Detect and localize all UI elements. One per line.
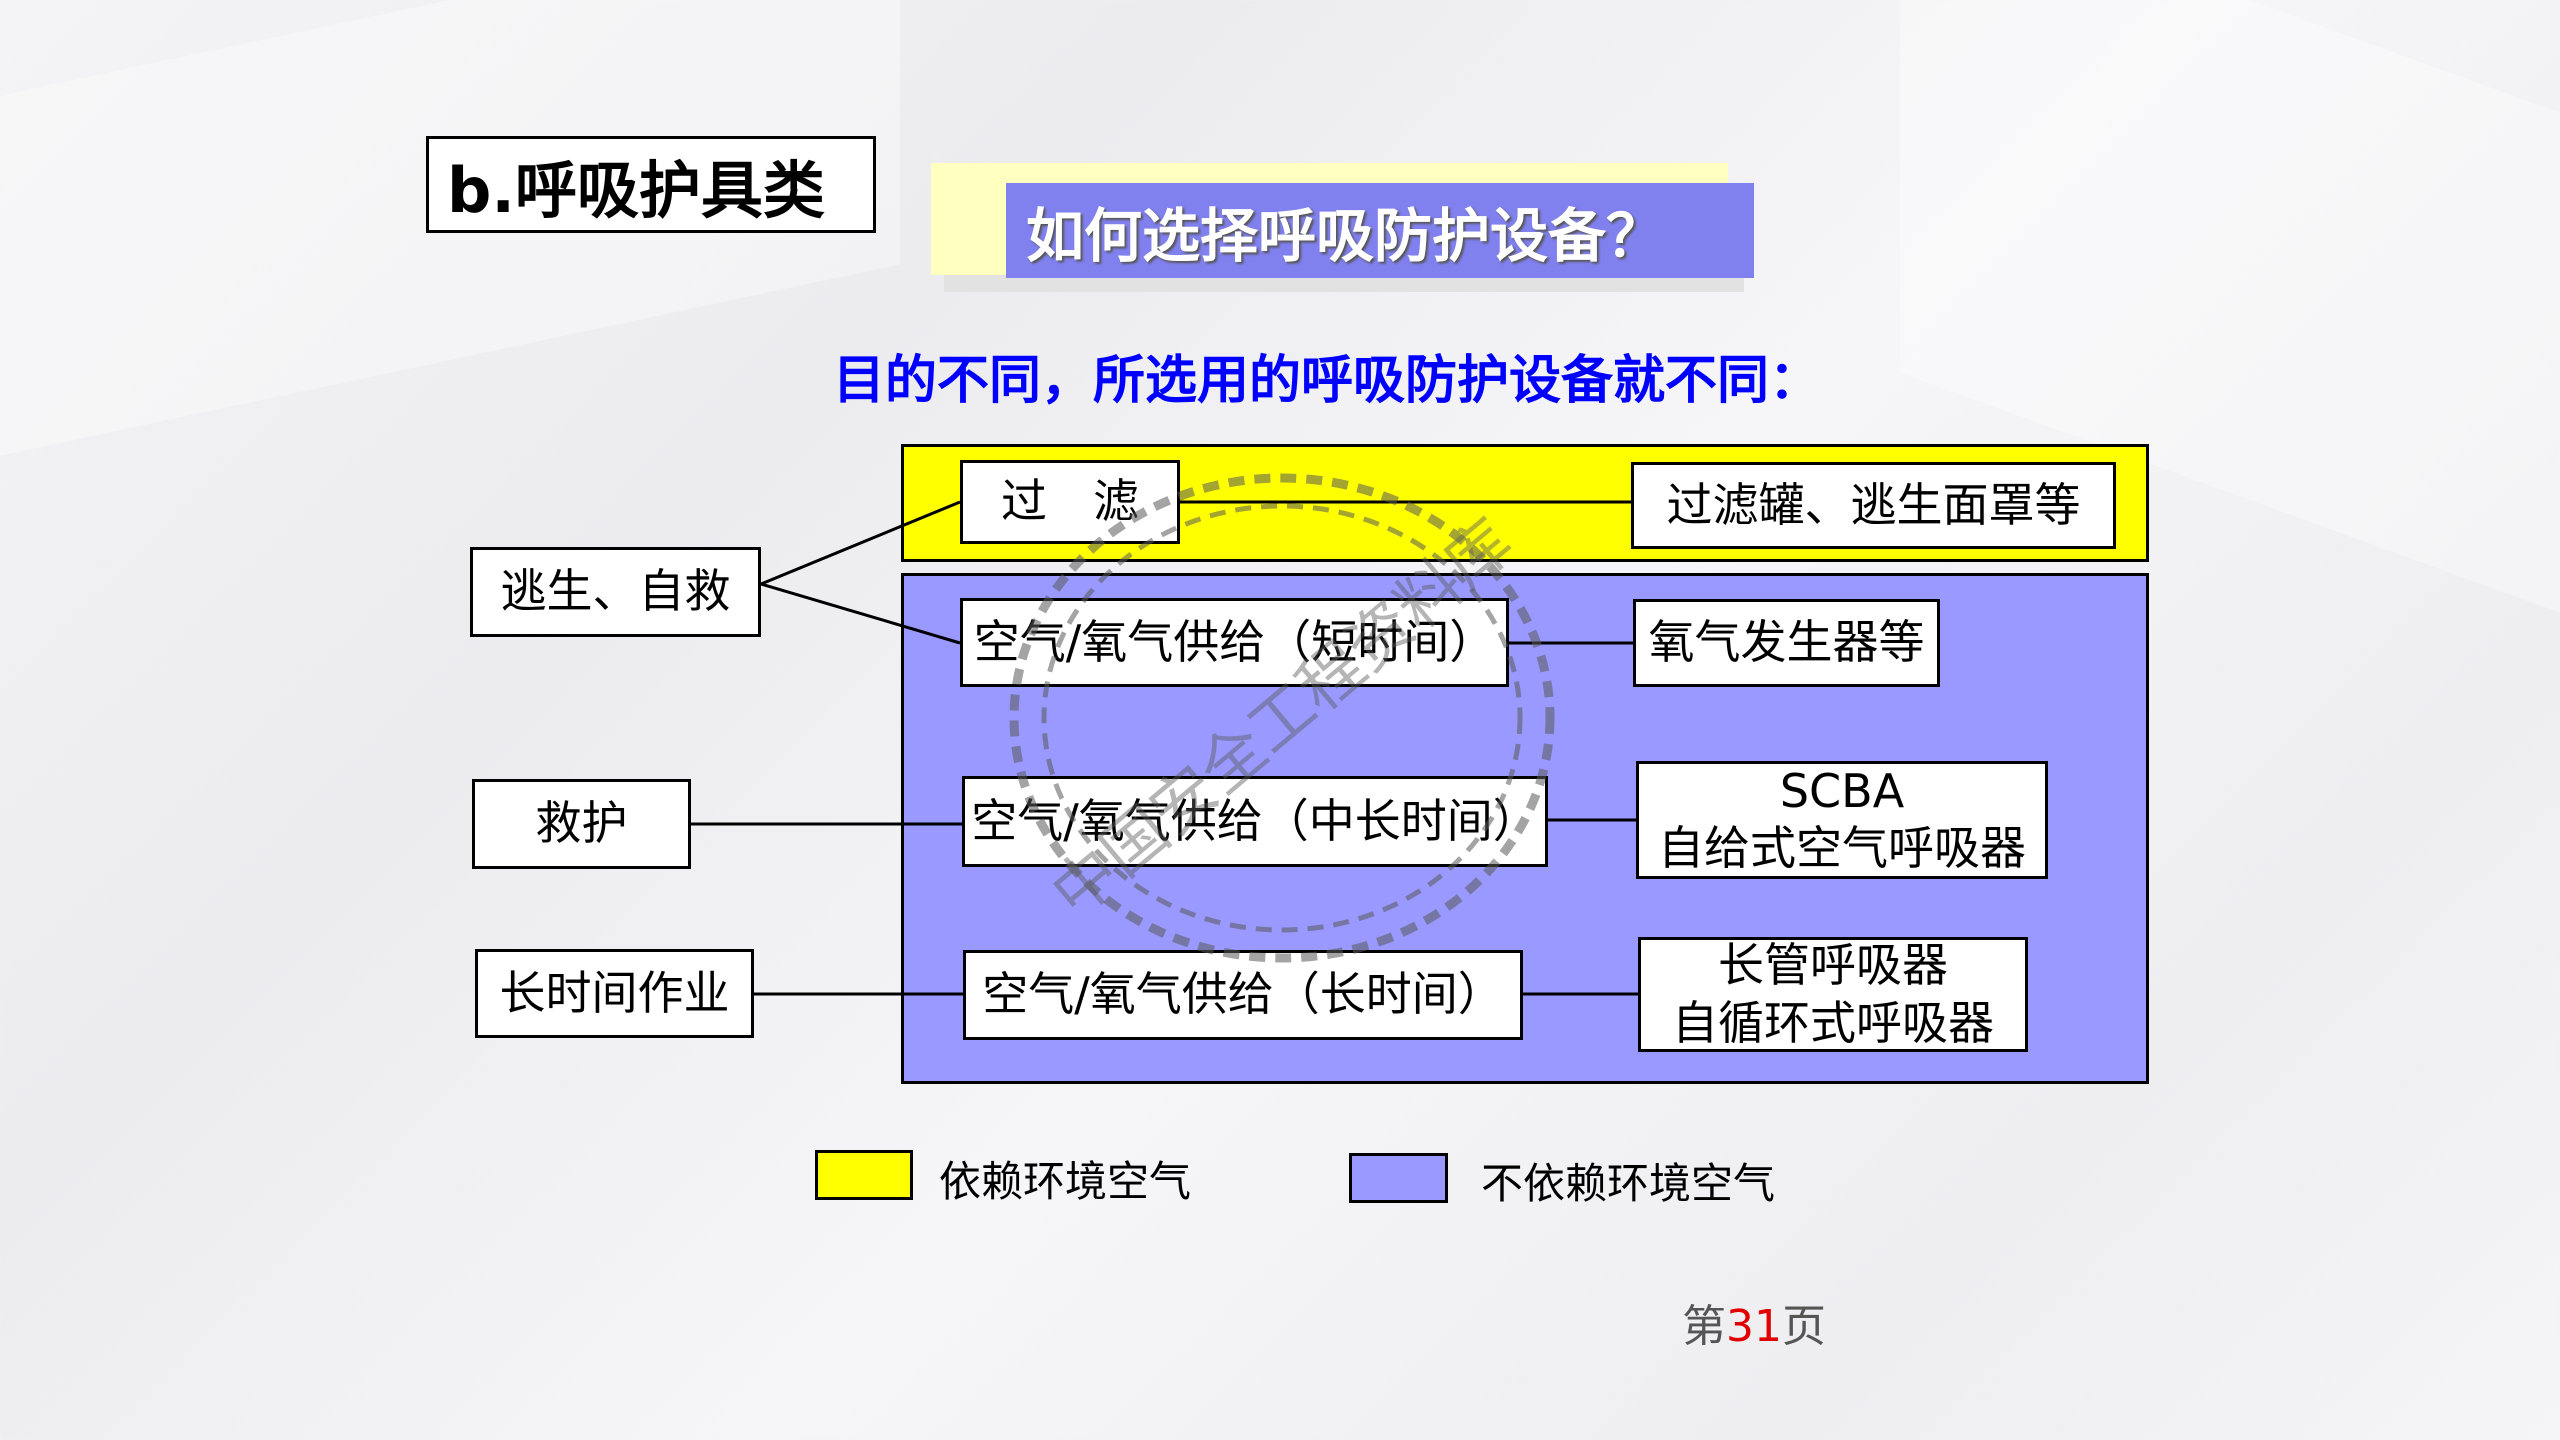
purpose-escape: 逃生、自救 <box>470 547 761 637</box>
method-supply-short: 空气/氧气供给（短时间） <box>960 598 1509 687</box>
device-oxygen-generator: 氧气发生器等 <box>1633 599 1940 687</box>
method-supply-medium: 空气/氧气供给（中长时间） <box>962 776 1548 867</box>
device-label: 过滤罐、逃生面罩等 <box>1666 477 2081 532</box>
method-filter: 过 滤 <box>960 460 1180 544</box>
page-title-box: 如何选择呼吸防护设备？ <box>1006 183 1754 278</box>
page-number-suffix: 页 <box>1782 1301 1826 1352</box>
legend-swatch-independent <box>1349 1153 1448 1203</box>
connector-line <box>760 500 961 586</box>
method-label: 空气/氧气供给（短时间） <box>973 614 1496 669</box>
purpose-long-work: 长时间作业 <box>475 949 754 1038</box>
device-airline: 长管呼吸器自循环式呼吸器 <box>1638 937 2028 1052</box>
section-label: b.呼吸护具类 <box>447 153 825 227</box>
connector-line <box>760 582 961 645</box>
page-title: 如何选择呼吸防护设备？ <box>1026 201 1665 270</box>
purpose-label: 救护 <box>535 796 628 851</box>
subtitle: 目的不同，所选用的呼吸防护设备就不同： <box>833 351 1822 411</box>
method-supply-long: 空气/氧气供给（长时间） <box>963 950 1523 1040</box>
purpose-label: 长时间作业 <box>499 965 730 1020</box>
device-label: 自给式空气呼吸器 <box>1658 821 2026 875</box>
legend-swatch-ambient <box>815 1150 913 1200</box>
method-label: 过 滤 <box>1001 474 1139 529</box>
device-label: SCBA <box>1779 763 1905 818</box>
purpose-label: 逃生、自救 <box>500 564 731 619</box>
device-label: 自循环式呼吸器 <box>1672 995 1994 1050</box>
title-shadow <box>944 275 1744 292</box>
method-label: 空气/氧气供给（长时间） <box>982 967 1504 1022</box>
page-number-prefix: 第 <box>1682 1301 1726 1352</box>
device-filter: 过滤罐、逃生面罩等 <box>1631 462 2116 549</box>
legend-label-independent: 不依赖环境空气 <box>1481 1159 1776 1208</box>
device-label: 长管呼吸器 <box>1718 938 1948 992</box>
section-label-box: b.呼吸护具类 <box>426 136 876 233</box>
page-number-value: 31 <box>1726 1301 1782 1352</box>
device-label: 氧气发生器等 <box>1648 615 1925 670</box>
method-label: 空气/氧气供给（中长时间） <box>971 793 1539 848</box>
page-number: 第31页 <box>1682 1290 1826 1354</box>
purpose-rescue: 救护 <box>472 779 691 869</box>
legend-label-ambient: 依赖环境空气 <box>939 1157 1192 1206</box>
